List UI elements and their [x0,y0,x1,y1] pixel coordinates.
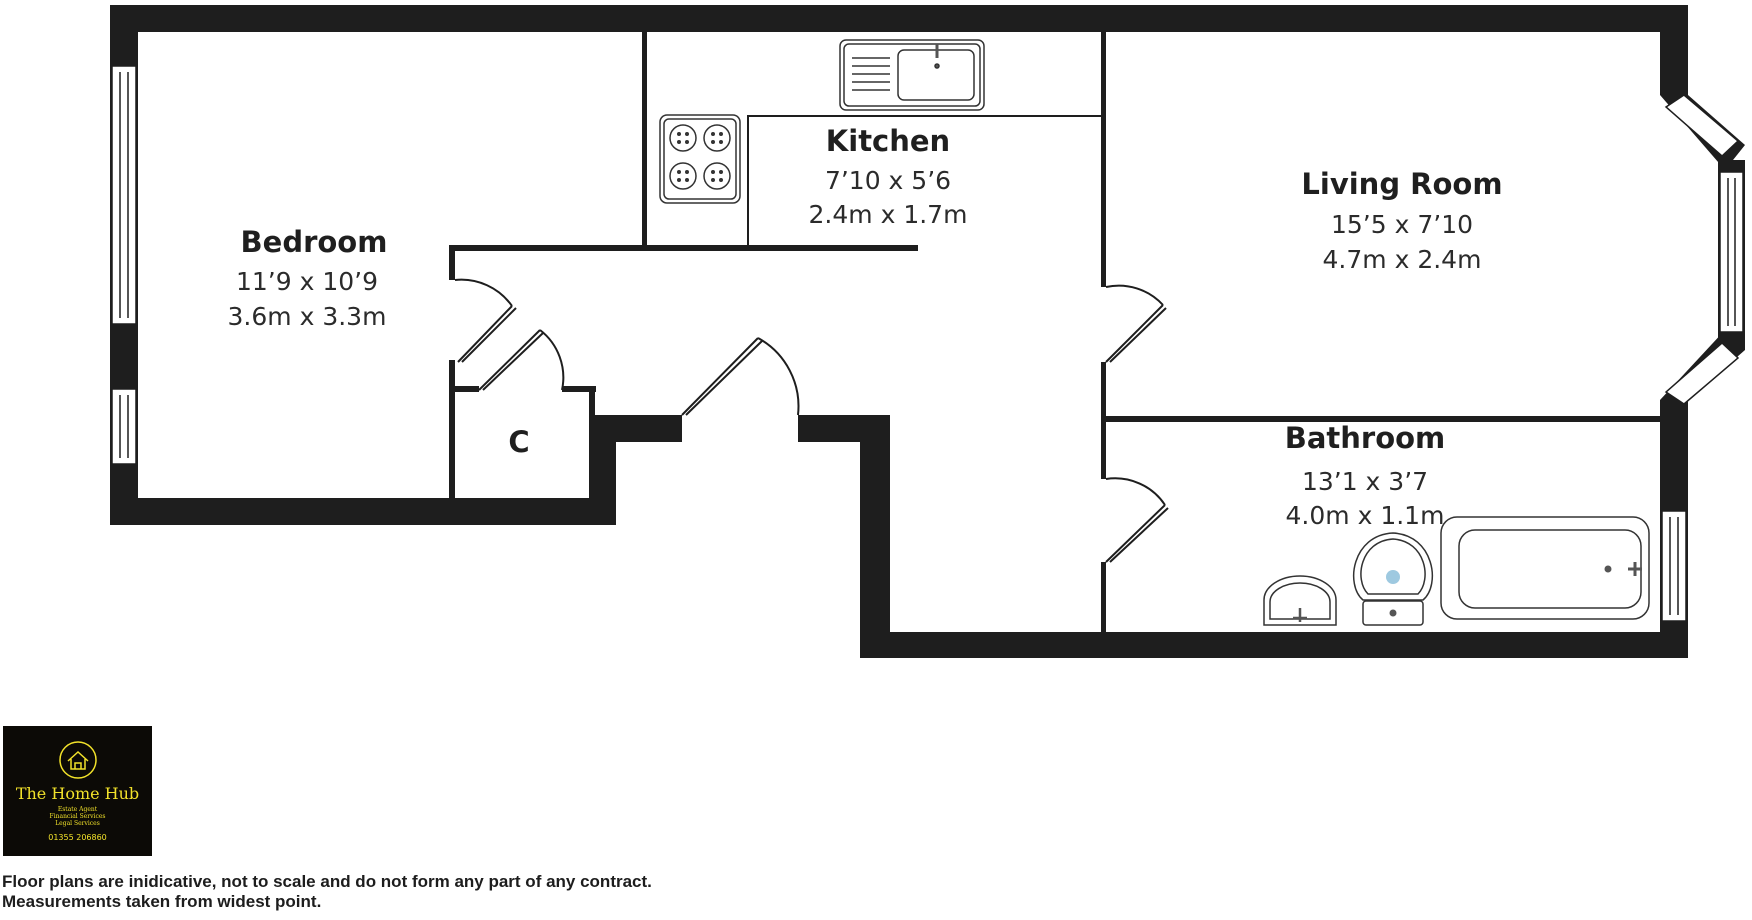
entrance-door [681,337,800,416]
windows [111,65,1744,622]
logo-service-2: Financial Services [49,813,106,820]
toilet-icon [1352,532,1434,626]
disclaimer: Floor plans are inidicative, not to scal… [2,872,652,912]
living-window-center [1719,171,1744,333]
bedroom-metric: 3.6m x 3.3m [228,302,387,331]
bedroom-door [454,278,517,363]
living-window-upper [1664,94,1740,158]
living-room-door [1105,284,1167,363]
bathroom-metric: 4.0m x 1.1m [1286,501,1445,530]
company-logo: The Home Hub Estate Agent Financial Serv… [3,726,152,856]
bathtub-icon [1440,516,1650,620]
bathroom-label: Bathroom 13’1 x 3’7 4.0m x 1.1m [1285,421,1446,530]
kitchen-label: Kitchen 7’10 x 5’6 2.4m x 1.7m [809,124,968,229]
bedroom-label: Bedroom 11’9 x 10’9 3.6m x 3.3m [228,225,388,331]
living-room-metric: 4.7m x 2.4m [1323,245,1482,274]
kitchen-imperial: 7’10 x 5’6 [825,166,951,195]
bathroom-door [1105,477,1169,563]
bedroom-window-upper [111,65,137,325]
living-window-lower [1664,341,1740,405]
logo-brand: The Home Hub [15,784,140,803]
kitchen-sink-icon [839,39,985,111]
disclaimer-line-2: Measurements taken from widest point. [2,892,322,911]
bedroom-imperial: 11’9 x 10’9 [236,267,378,296]
kitchen-name: Kitchen [826,124,950,158]
disclaimer-line-1: Floor plans are inidicative, not to scal… [2,872,652,891]
bathroom-name: Bathroom [1285,421,1446,455]
logo-phone: 01355 206860 [48,833,107,842]
living-room-name: Living Room [1301,167,1502,201]
floor-plan: Bedroom 11’9 x 10’9 3.6m x 3.3m Kitchen … [110,5,1745,658]
cupboard-door [478,329,565,391]
logo-services: Estate Agent Financial Services Legal Se… [3,806,152,827]
kitchen-metric: 2.4m x 1.7m [809,200,968,229]
interior-walls [449,32,1661,642]
bedroom-window-lower [111,388,137,465]
bathroom-imperial: 13’1 x 3’7 [1302,467,1428,496]
doors [454,278,1169,563]
basin-icon [1263,575,1337,626]
logo-service-1: Estate Agent [57,806,98,813]
cupboard-label: C [508,425,529,459]
hob-icon [659,114,741,204]
bathroom-window [1661,510,1687,622]
bedroom-name: Bedroom [241,225,388,259]
living-room-imperial: 15’5 x 7’10 [1331,210,1473,239]
living-room-label: Living Room 15’5 x 7’10 4.7m x 2.4m [1301,167,1502,274]
logo-service-3: Legal Services [55,820,100,827]
house-icon [59,741,97,779]
